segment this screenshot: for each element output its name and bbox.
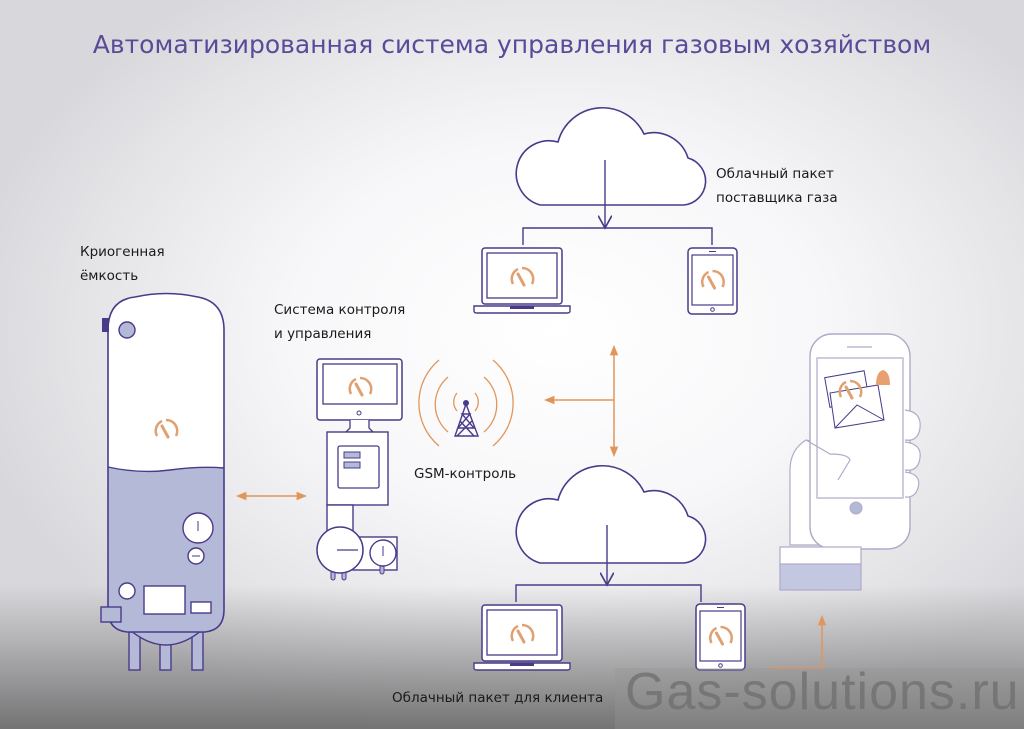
supplier-label-line: поставщика газа (716, 190, 838, 206)
supplier-tablet-icon (688, 248, 737, 314)
control-label-line: и управления (274, 326, 372, 342)
branch-line (522, 227, 713, 245)
watermark-text: Gas-solutions.ru (625, 663, 1020, 721)
supplier-laptop-icon (474, 248, 570, 313)
branch-line (515, 584, 702, 602)
cell-tower-icon (418, 359, 514, 447)
control-label-line: Система контроля (274, 302, 406, 318)
client-laptop-icon (474, 605, 570, 670)
tank-label: Криогенная ёмкость (80, 240, 165, 288)
phone-in-hand-icon (779, 333, 921, 591)
watermark: Gas-solutions.ru (615, 663, 1024, 729)
cryogenic-tank-icon (100, 292, 225, 671)
control-station-icon (316, 358, 403, 581)
to-phone-arrow (770, 614, 827, 669)
tank-label-line: ёмкость (80, 268, 139, 284)
gsm-label: GSM-контроль (414, 466, 517, 482)
page-title: Автоматизированная система управления га… (92, 30, 932, 59)
supplier-cloud-icon (515, 106, 707, 206)
tank-label-line: Криогенная (80, 244, 165, 260)
envelope-icon (824, 370, 885, 429)
client-cloud-label: Облачный пакет для клиента (392, 690, 604, 706)
control-system-label: Система контроля и управления (274, 298, 405, 346)
client-cloud-icon (515, 464, 707, 564)
supplier-cloud-label: Облачный пакет поставщика газа (716, 162, 838, 210)
supplier-label-line: Облачный пакет (716, 166, 834, 182)
client-tablet-icon (696, 604, 745, 670)
bell-icon (876, 370, 890, 385)
